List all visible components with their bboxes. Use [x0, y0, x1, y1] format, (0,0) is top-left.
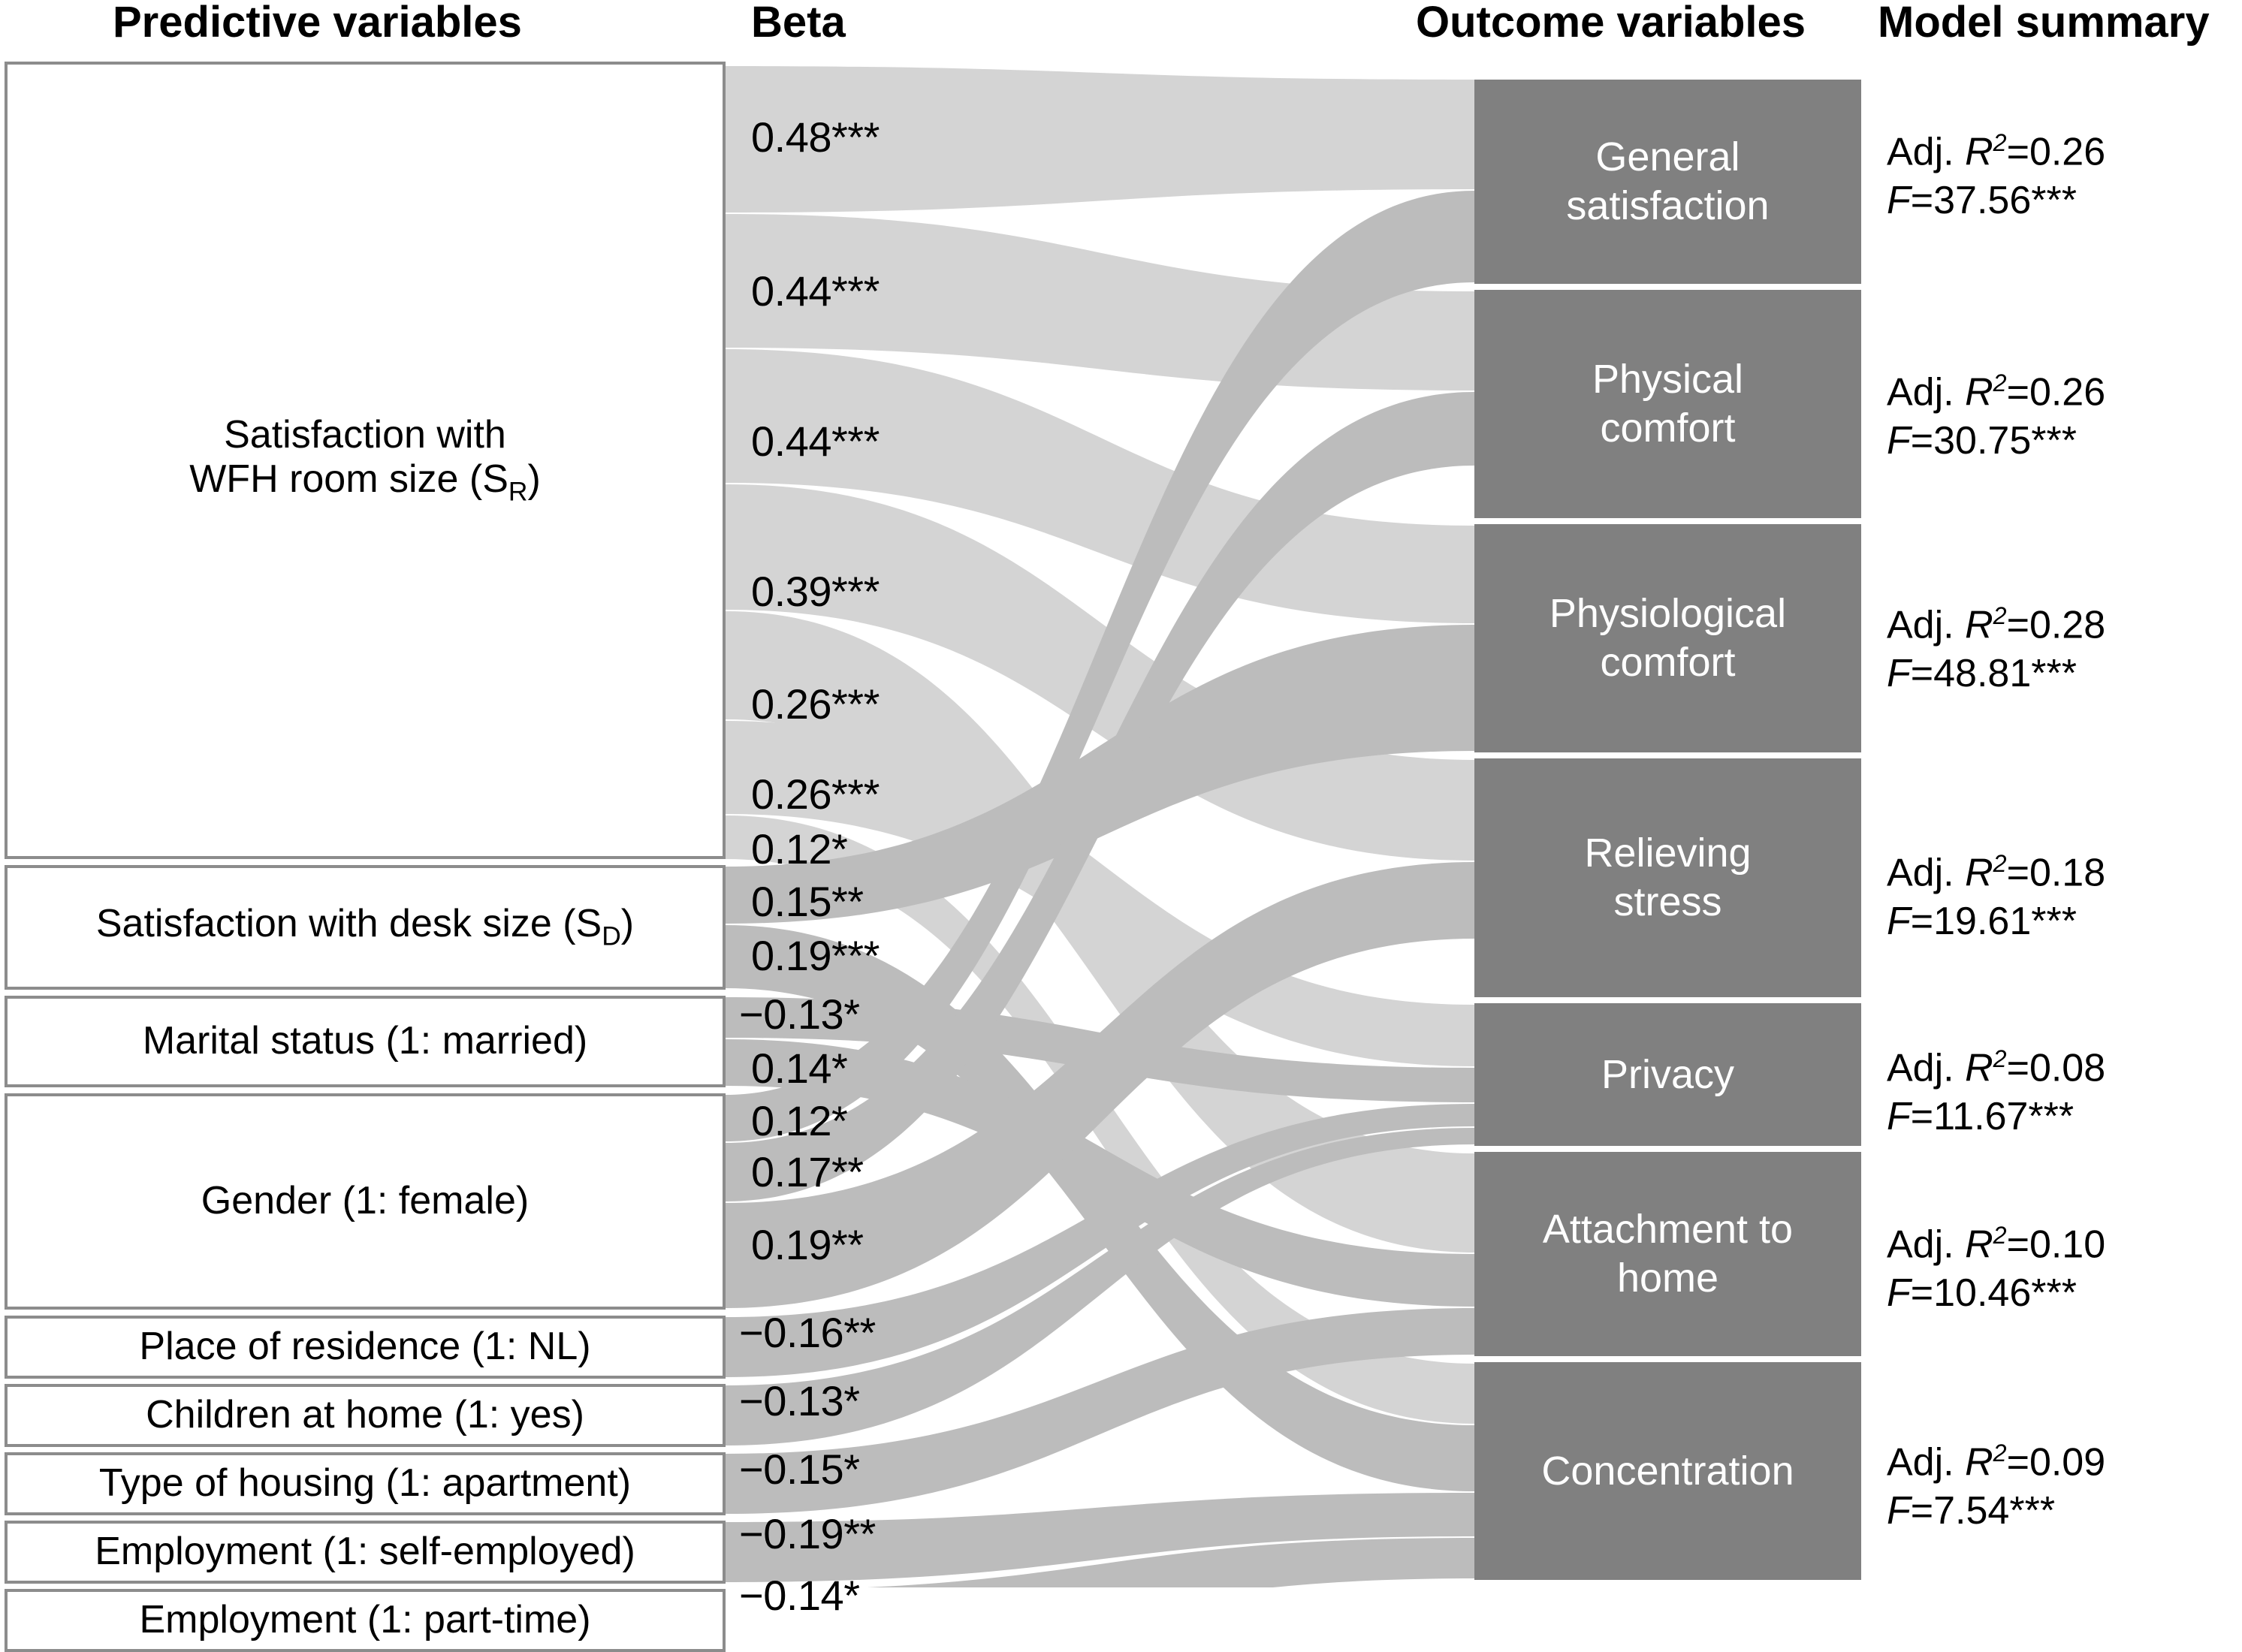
beta-label-17: −0.19** [739, 1510, 876, 1557]
beta-label-0: 0.48*** [751, 113, 880, 161]
predictor-box-place-of-residence[interactable]: Place of residence (1: NL) [5, 1316, 726, 1379]
beta-label-18: −0.14* [739, 1572, 860, 1619]
model-summary-concentration: Adj. R2=0.09 F=7.54*** [1887, 1438, 2105, 1536]
model-summary-f-5: F=10.46*** [1887, 1271, 2077, 1316]
model-summary-f-4: F=11.67*** [1887, 1095, 2075, 1139]
beta-label-3: 0.39*** [751, 568, 880, 615]
beta-label-5: 0.26*** [751, 770, 880, 818]
beta-label-15: −0.13* [739, 1377, 860, 1424]
beta-label-12: 0.17** [751, 1148, 864, 1195]
model-summary-r2-0: Adj. R2=0.26 [1887, 129, 2106, 174]
model-summary-r2-6: Adj. R2=0.09 [1887, 1439, 2106, 1485]
predictor-box-employment-self-employed[interactable]: Employment (1: self-employed) [5, 1521, 726, 1584]
model-summary-r2-4: Adj. R2=0.08 [1887, 1045, 2106, 1090]
predictor-label-marital-status: Marital status (1: married) [142, 1019, 588, 1063]
beta-label-2: 0.44*** [751, 418, 880, 465]
model-summary-f-0: F=37.56*** [1887, 179, 2077, 223]
outcome-box-privacy[interactable]: Privacy [1474, 1003, 1861, 1146]
predictor-label-place-of-residence: Place of residence (1: NL) [139, 1325, 591, 1369]
beta-label-1: 0.44*** [751, 267, 880, 315]
outcome-box-concentration[interactable]: Concentration [1474, 1362, 1861, 1580]
model-summary-general-satisfaction: Adj. R2=0.26 F=37.56*** [1887, 128, 2105, 225]
model-summary-f-2: F=48.81*** [1887, 652, 2077, 696]
beta-label-10: 0.14* [751, 1045, 848, 1092]
header-outcome-variables: Outcome variables [1416, 0, 1806, 47]
outcome-label-concentration: Concentration [1541, 1448, 1794, 1494]
model-summary-r2-1: Adj. R2=0.26 [1887, 369, 2106, 415]
model-summary-f-3: F=19.61*** [1887, 900, 2077, 944]
beta-label-9: −0.13* [739, 990, 860, 1038]
model-summary-physical-comfort: Adj. R2=0.26 F=30.75*** [1887, 368, 2105, 466]
model-summary-f-1: F=30.75*** [1887, 419, 2077, 463]
model-summary-r2-2: Adj. R2=0.28 [1887, 602, 2106, 647]
sankey-diagram: Predictive variables Beta Outcome variab… [5, 0, 2210, 1652]
r2-value-0: 0.26 [2029, 130, 2106, 174]
header-predictive-variables: Predictive variables [113, 0, 522, 47]
beta-label-14: −0.16** [739, 1309, 876, 1356]
predictor-label-type-of-housing: Type of housing (1: apartment) [98, 1461, 632, 1506]
model-summary-relieving-stress: Adj. R2=0.18 F=19.61*** [1887, 849, 2105, 946]
beta-label-4: 0.26*** [751, 680, 880, 728]
model-summary-physiological-comfort: Adj. R2=0.28 F=48.81*** [1887, 601, 2105, 698]
beta-label-11: 0.12* [751, 1097, 848, 1144]
predictor-box-gender[interactable]: Gender (1: female) [5, 1093, 726, 1310]
beta-label-16: −0.15* [739, 1446, 860, 1493]
predictor-box-children-at-home[interactable]: Children at home (1: yes) [5, 1384, 726, 1447]
predictor-box-marital-status[interactable]: Marital status (1: married) [5, 996, 726, 1087]
header-beta: Beta [751, 0, 846, 47]
model-summary-privacy: Adj. R2=0.08 F=11.67*** [1887, 1044, 2105, 1141]
outcome-label-privacy: Privacy [1601, 1051, 1735, 1097]
predictor-label-employment-part-time: Employment (1: part-time) [139, 1598, 591, 1642]
beta-label-13: 0.19** [751, 1221, 864, 1268]
predictor-label-desk-size: Satisfaction with desk size (SD) [95, 902, 635, 951]
predictor-label-employment-self-employed: Employment (1: self-employed) [95, 1530, 635, 1574]
predictor-box-employment-part-time[interactable]: Employment (1: part-time) [5, 1589, 726, 1652]
predictor-label-gender: Gender (1: female) [201, 1179, 530, 1223]
beta-label-6: 0.12* [751, 825, 848, 873]
beta-label-7: 0.15** [751, 878, 864, 925]
model-summary-r2-3: Adj. R2=0.18 [1887, 850, 2106, 895]
header-model-summary: Model summary [1878, 0, 2210, 47]
model-summary-attachment-to-home: Adj. R2=0.10 F=10.46*** [1887, 1220, 2105, 1318]
predictor-box-type-of-housing[interactable]: Type of housing (1: apartment) [5, 1452, 726, 1515]
model-summary-f-6: F=7.54*** [1887, 1489, 2056, 1533]
model-summary-r2-5: Adj. R2=0.10 [1887, 1222, 2106, 1267]
beta-label-8: 0.19*** [751, 932, 880, 979]
predictor-label-children-at-home: Children at home (1: yes) [146, 1393, 584, 1437]
predictor-box-desk-size[interactable]: Satisfaction with desk size (SD) [5, 865, 726, 990]
